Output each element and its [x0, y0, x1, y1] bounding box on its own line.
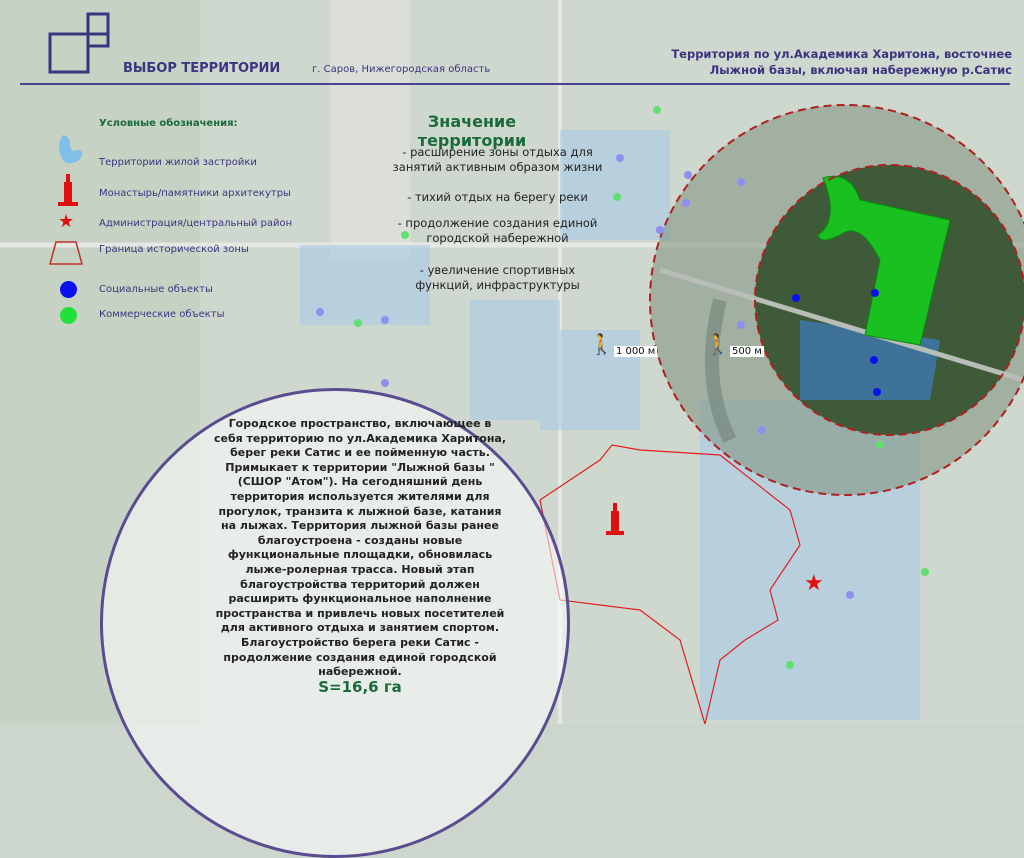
area-value: S=16,6 га: [318, 678, 402, 696]
social-objects-faded: [316, 154, 854, 599]
page-title: ВЫБОР ТЕРРИТОРИИ: [123, 61, 281, 76]
monument-tower-icon: [58, 174, 78, 206]
legend-label: Граница исторической зоны: [99, 244, 249, 255]
blue-dot-icon: [60, 281, 77, 298]
legend-heading: Условные обозначения:: [99, 118, 238, 129]
site-title: Территория по ул.Академика Харитона, вос…: [671, 46, 1012, 78]
logo-icon: [48, 12, 110, 74]
legend-label: Социальные объекты: [99, 284, 213, 295]
legend-label: Администрация/центральный район: [99, 218, 293, 229]
pedestrian-icon: 🚶: [705, 332, 730, 356]
residential-area-icon: [59, 135, 83, 164]
green-dot-icon: [60, 307, 77, 324]
walk-distance-label: 1 000 м: [614, 346, 658, 357]
walk-radius-1000: [649, 104, 1024, 496]
administration-star-icon: ★: [804, 571, 824, 596]
social-objects: [792, 289, 881, 396]
site-title-line: Лыжной базы, включая набережную р.Сатис: [709, 63, 1012, 77]
walk-distance-label: 500 м: [730, 346, 764, 357]
header-divider: [20, 83, 1010, 85]
legend-label: Монастырь/памятники архитекутры: [99, 188, 291, 199]
significance-bullet: - тихий отдых на берегу реки: [407, 190, 588, 204]
monument-tower-icon: [606, 503, 624, 535]
description-text: Городское пространство, включающее в себ…: [213, 417, 507, 679]
star-icon: ★: [58, 211, 75, 232]
commercial-objects: [354, 106, 929, 669]
historic-boundary-icon: [49, 241, 83, 265]
legend-label: Коммерческие объекты: [99, 309, 225, 320]
significance-heading: Значение территории: [417, 112, 527, 150]
site-title-line: Территория по ул.Академика Харитона, вос…: [671, 47, 1012, 61]
location-subtitle: г. Саров, Нижегородская область: [312, 64, 491, 75]
pedestrian-icon: 🚶: [589, 332, 614, 356]
legend-label: Территории жилой застройки: [99, 157, 257, 168]
